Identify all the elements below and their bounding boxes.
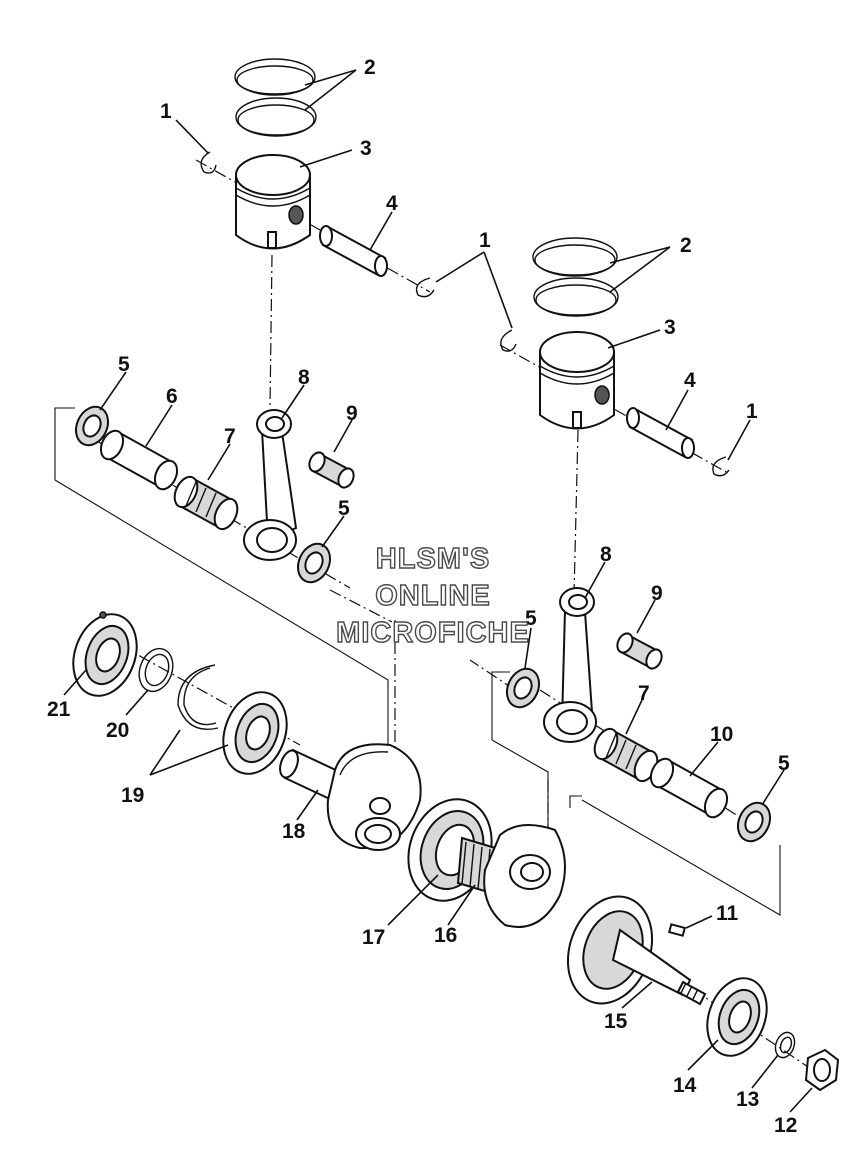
callout-19: 19 (121, 784, 144, 807)
callout-1: 1 (479, 229, 491, 252)
piston-pin-right (626, 407, 695, 459)
callout-8: 8 (298, 366, 310, 389)
crankshaft-half-right (566, 895, 707, 1006)
callout-15: 15 (604, 1010, 628, 1033)
piston-ring-lower-right (533, 277, 619, 317)
crank-pin-left (99, 429, 179, 491)
callout-7: 7 (638, 682, 650, 705)
callout-9: 9 (651, 582, 663, 605)
piston-pin-clip-left-b (415, 277, 435, 298)
callout-13: 13 (736, 1088, 759, 1111)
thrust-washer-right-top (505, 667, 541, 709)
callout-4: 4 (684, 369, 696, 392)
piston-ring-lower-left (235, 97, 317, 137)
piston-ring-upper-right (532, 237, 618, 277)
callout-labels: 1 2 3 4 1 2 3 4 1 5 6 7 8 9 5 8 9 5 7 10… (47, 56, 797, 1137)
watermark: HLSM'S ONLINE MICROFICHE (335, 542, 530, 649)
callout-1: 1 (160, 100, 172, 123)
callout-4: 4 (386, 192, 398, 215)
thrust-washer-left-top (74, 405, 110, 447)
crankshaft-half-left (279, 743, 422, 851)
callout-5: 5 (118, 353, 130, 376)
nut-12 (804, 1048, 840, 1092)
callout-11: 11 (716, 902, 739, 925)
piston-pin-left (319, 225, 388, 277)
callout-10: 10 (710, 723, 733, 746)
callout-20: 20 (106, 719, 129, 742)
callout-7: 7 (224, 425, 236, 448)
piston-pin-clip-right-a (500, 329, 517, 352)
callout-1: 1 (746, 400, 758, 423)
thrust-washer-left-bottom (296, 542, 332, 584)
callout-3: 3 (360, 137, 372, 160)
thrust-washer-right-bottom (736, 801, 772, 843)
connecting-rod-right (543, 587, 597, 743)
callout-16: 16 (434, 924, 457, 947)
piston-pin-clip-left-a (200, 151, 217, 174)
needle-bearing-right-small (616, 632, 663, 670)
callout-17: 17 (362, 926, 385, 949)
main-bearing-left-inner (222, 691, 288, 775)
callout-5: 5 (525, 607, 537, 630)
callout-5: 5 (338, 497, 350, 520)
crankshaft-center-web (483, 824, 566, 928)
connecting-rod-left (243, 409, 298, 561)
lock-washer-13 (774, 1031, 796, 1059)
needle-bearing-left-large (173, 475, 239, 531)
woodruff-key-11 (667, 923, 687, 937)
watermark-line-3: MICROFICHE (336, 617, 530, 649)
piston-right (539, 331, 615, 430)
callout-5: 5 (778, 752, 790, 775)
callout-8: 8 (600, 543, 612, 566)
main-bearing-left-outer (72, 611, 138, 697)
callout-12: 12 (774, 1114, 797, 1137)
piston-left (235, 154, 311, 250)
callout-2: 2 (364, 56, 376, 79)
snap-ring-20 (138, 647, 174, 693)
callout-3: 3 (664, 316, 676, 339)
needle-bearing-left-small (308, 451, 355, 489)
callout-6: 6 (166, 385, 178, 408)
callout-21: 21 (47, 698, 71, 721)
callout-9: 9 (346, 402, 358, 425)
callout-14: 14 (673, 1074, 697, 1097)
watermark-line-1: HLSM'S (376, 543, 490, 575)
piston-pin-clip-right-b (712, 456, 730, 477)
crank-pin-right (649, 757, 729, 819)
watermark-line-2: ONLINE (375, 580, 491, 612)
callout-18: 18 (282, 820, 306, 843)
leader-lines (63, 69, 813, 1113)
snap-ring-19 (177, 664, 219, 730)
main-bearing-right (706, 977, 768, 1057)
callout-2: 2 (680, 234, 692, 257)
piston-ring-upper-left (234, 58, 316, 96)
